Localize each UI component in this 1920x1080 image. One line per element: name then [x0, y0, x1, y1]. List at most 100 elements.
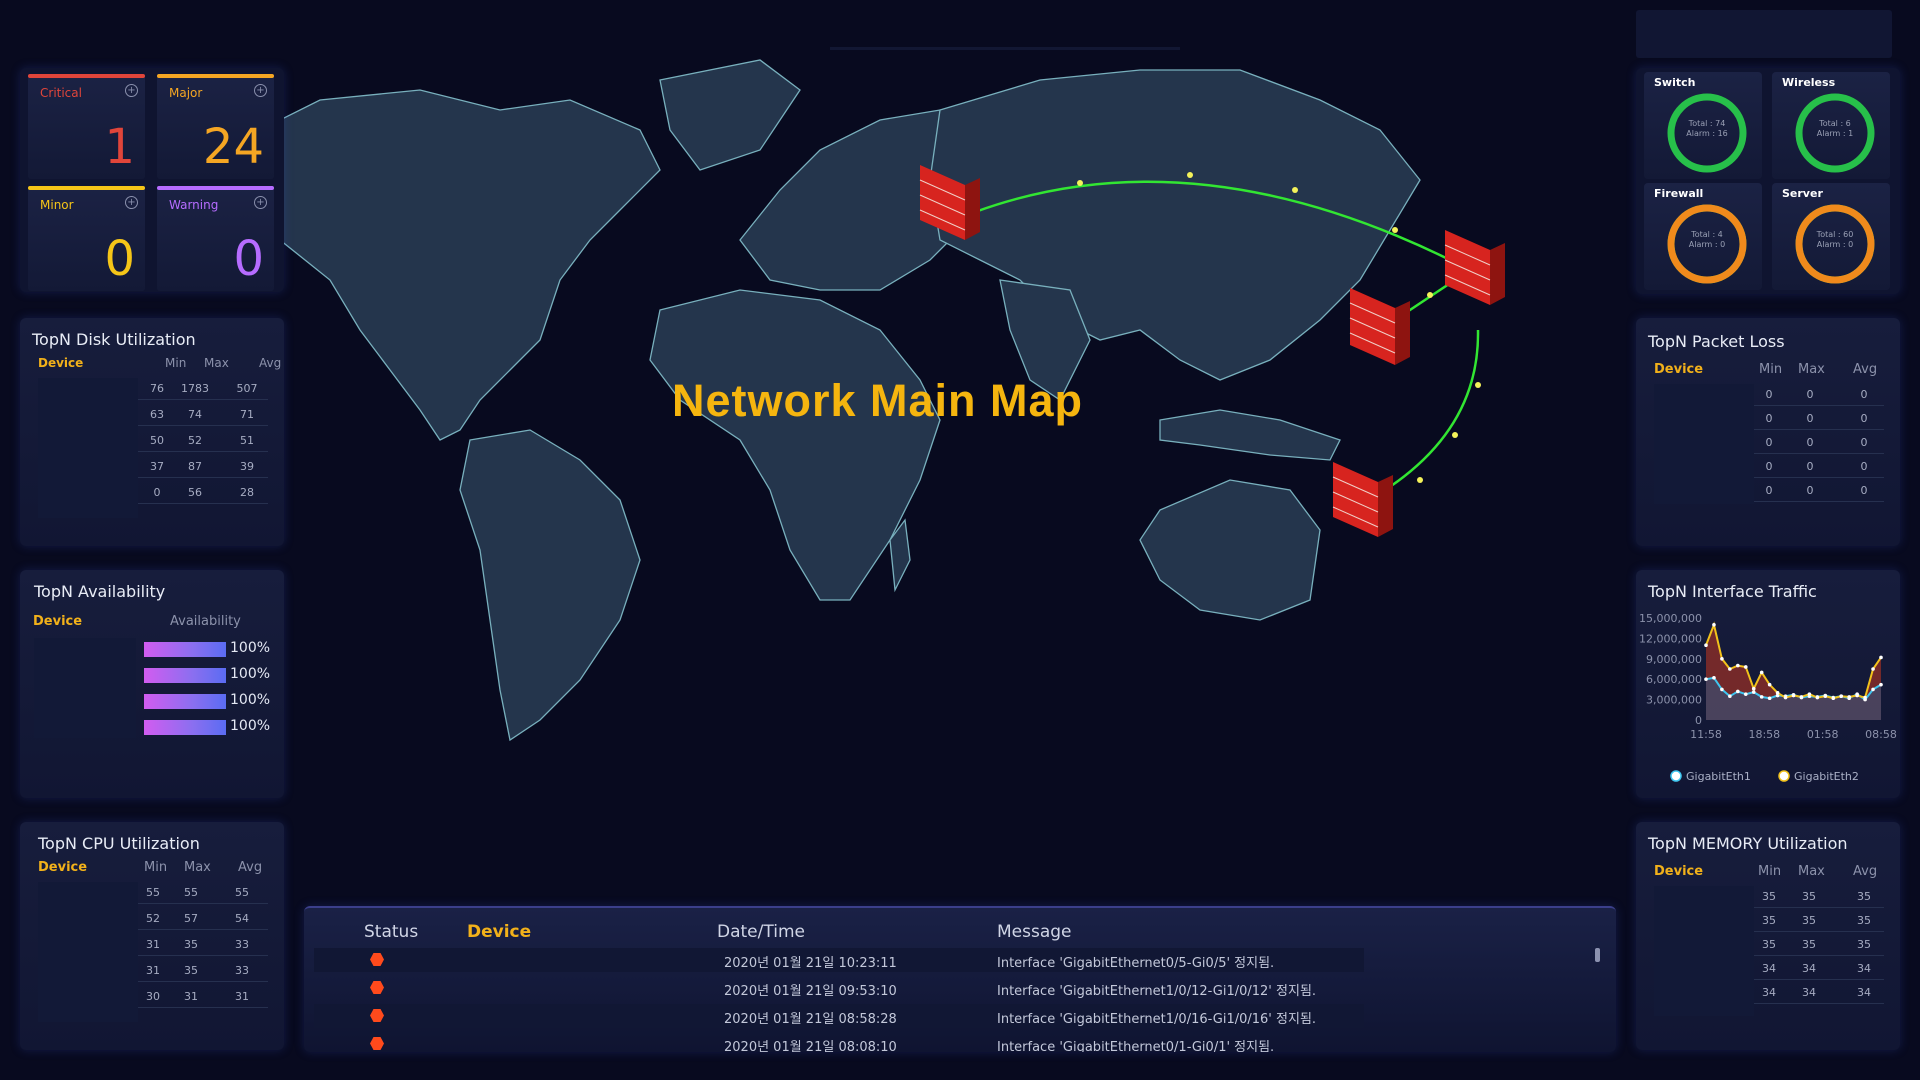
gauge-ring — [1667, 204, 1747, 284]
column-header-max: Max — [184, 860, 211, 875]
column-header-status: Status — [364, 922, 419, 942]
plus-icon[interactable]: + — [254, 84, 267, 97]
data-point — [1791, 693, 1796, 698]
x-tick-label: 01:58 — [1807, 728, 1839, 741]
plus-icon[interactable]: + — [254, 196, 267, 209]
data-point — [1831, 696, 1836, 701]
panel-title: TopN Disk Utilization — [32, 330, 196, 349]
y-tick-label: 6,000,000 — [1646, 673, 1702, 686]
cpu-utilization-panel: TopN CPU Utilization Device Min Max Avg … — [20, 822, 284, 1050]
firewall-icon[interactable] — [1349, 288, 1410, 365]
availability-row[interactable]: 100% — [144, 692, 274, 714]
table-row[interactable]: 2020년 01월 21일 08:58:28 Interface 'Gigabi… — [314, 1004, 1364, 1028]
world-map — [249, 59, 1421, 742]
map-title: Network Main Map — [672, 375, 1084, 426]
column-header-datetime: Date/Time — [717, 922, 805, 942]
firewall-icon[interactable] — [919, 165, 980, 240]
gauge-ring — [1667, 93, 1747, 173]
continent-se-asia — [1159, 409, 1341, 461]
availability-bar — [144, 694, 226, 709]
legend-marker — [1778, 770, 1790, 782]
memory-utilization-panel: TopN MEMORY Utilization Device Min Max A… — [1636, 822, 1900, 1050]
panel-title: TopN Interface Traffic — [1648, 582, 1817, 601]
disk-utilization-panel: TopN Disk Utilization Device Min Max Avg… — [20, 318, 284, 546]
data-point — [1712, 676, 1716, 680]
table-row[interactable]: 2020년 01월 21일 10:23:11 Interface 'Gigabi… — [314, 948, 1364, 972]
table-row[interactable]: 2020년 01월 21일 08:08:10 Interface 'Gigabi… — [314, 1032, 1364, 1052]
firewall-icon[interactable] — [1444, 230, 1505, 305]
plus-icon[interactable]: + — [125, 196, 138, 209]
alarm-tile-major[interactable]: Major + 24 — [157, 74, 274, 179]
column-header-min: Min — [165, 356, 187, 370]
data-point — [1799, 695, 1804, 699]
data-point — [1728, 694, 1732, 698]
column-header-min: Min — [1759, 362, 1783, 377]
data-point — [1783, 695, 1788, 700]
availability-row[interactable]: 100% — [144, 718, 274, 740]
firewall-icon[interactable] — [1332, 462, 1393, 537]
continent-india — [999, 279, 1091, 401]
alarm-count: 1 — [104, 119, 135, 175]
data-point — [1720, 687, 1724, 692]
column-header-device: Device — [33, 614, 83, 629]
availability-list: 100% 100% 100% 100% — [144, 640, 274, 742]
column-header-avg: Avg — [238, 860, 263, 875]
data-point — [1871, 667, 1875, 671]
availability-row[interactable]: 100% — [144, 640, 274, 662]
data-point — [1743, 692, 1748, 696]
data-point — [1863, 695, 1867, 700]
alarm-count: 0 — [233, 231, 264, 287]
availability-panel: TopN Availability Device Availability 10… — [20, 570, 284, 798]
scrollbar-thumb[interactable] — [1595, 948, 1600, 962]
column-header-device: Device — [1654, 362, 1704, 377]
alarm-count: 24 — [202, 119, 264, 175]
gauge-label: Firewall — [1654, 187, 1704, 200]
alarm-count: 0 — [104, 231, 135, 287]
x-tick-label: 11:58 — [1690, 728, 1722, 741]
column-header-min: Min — [144, 860, 168, 875]
data-point — [1759, 695, 1764, 699]
availability-row[interactable]: 100% — [144, 666, 274, 688]
panel-title: TopN CPU Utilization — [38, 834, 200, 853]
table-row[interactable]: 2020년 01월 21일 09:53:10 Interface 'Gigabi… — [314, 976, 1364, 1000]
data-point — [1704, 677, 1708, 681]
data-point — [1767, 682, 1772, 687]
plus-icon[interactable]: + — [125, 84, 138, 97]
alarm-tile-critical[interactable]: Critical + 1 — [28, 74, 145, 179]
data-point — [1728, 667, 1732, 671]
data-point — [1775, 691, 1780, 695]
event-log-panel: Status Device Date/Time Message 2020년 01… — [304, 906, 1616, 1052]
legend-label: GigabitEth1 — [1686, 770, 1751, 783]
alarm-tile-warning[interactable]: Warning + 0 — [157, 186, 274, 291]
alarm-tile-minor[interactable]: Minor + 0 — [28, 186, 145, 291]
alarm-label: Minor — [40, 198, 74, 212]
